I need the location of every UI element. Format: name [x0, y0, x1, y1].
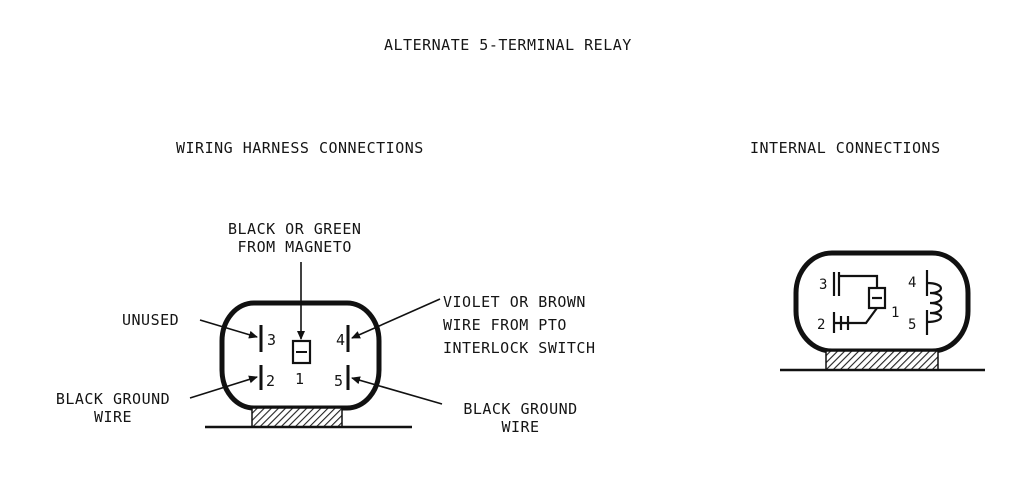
terminal-1-block [291, 339, 312, 365]
magneto-label-line2: FROM MAGNETO [237, 238, 352, 256]
terminal-2-number: 2 [266, 372, 275, 390]
harness-relay: 3 2 1 4 5 [205, 300, 412, 429]
pto-label-line1: VIOLET OR BROWN [443, 293, 586, 311]
right-ground-wire-label: BLACK GROUND WIRE [443, 400, 598, 436]
right-ground-arrow [351, 376, 443, 405]
unused-label: UNUSED [122, 311, 180, 329]
right-ground-line2: WIRE [501, 418, 540, 436]
wiring-harness-heading: WIRING HARNESS CONNECTIONS [176, 139, 424, 157]
magneto-label-line1: BLACK OR GREEN [228, 220, 362, 238]
magneto-wire-label: BLACK OR GREEN FROM MAGNETO [228, 220, 361, 256]
coil-winding [926, 281, 943, 324]
internal-terminal-2-number: 2 [817, 317, 825, 333]
pto-wire-label: VIOLET OR BROWN WIRE FROM PTO INTERLOCK … [443, 291, 596, 360]
left-ground-wire-label: BLACK GROUND WIRE [38, 390, 188, 426]
harness-mount-base [251, 407, 343, 428]
internal-terminal-1-number: 1 [891, 305, 899, 321]
diagram-title: ALTERNATE 5-TERMINAL RELAY [384, 36, 632, 54]
left-ground-line1: BLACK GROUND [55, 390, 171, 408]
pto-arrow [351, 298, 441, 339]
terminal-5-number: 5 [334, 372, 343, 390]
right-ground-line1: BLACK GROUND [463, 400, 578, 418]
unused-arrow [199, 319, 258, 339]
pto-label-line2: WIRE FROM PTO [443, 316, 567, 334]
internal-terminal-5-number: 5 [908, 317, 916, 333]
internal-terminal-4-number: 4 [908, 275, 916, 291]
internal-connections-heading: INTERNAL CONNECTIONS [750, 139, 941, 157]
terminal-4-number: 4 [336, 331, 345, 349]
terminal-3-number: 3 [267, 331, 276, 349]
internal-relay: 3 2 1 4 5 [780, 250, 985, 372]
left-ground-arrow [189, 375, 258, 399]
internal-relay-body [793, 250, 971, 354]
internal-mount-base [825, 350, 939, 371]
internal-wiring [832, 270, 943, 335]
internal-terminal-3-number: 3 [819, 277, 827, 293]
leader-arrows [189, 262, 443, 405]
pto-label-line3: INTERLOCK SWITCH [443, 339, 596, 357]
terminal-1-number: 1 [295, 370, 304, 388]
left-ground-line2: WIRE [93, 408, 133, 426]
